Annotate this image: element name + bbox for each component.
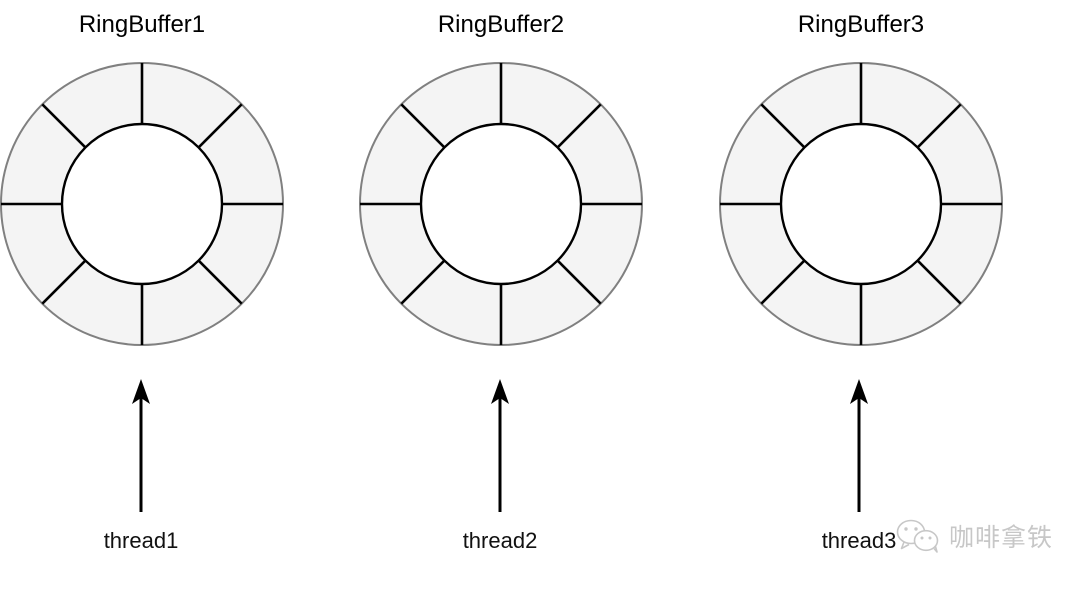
thread-label-2: thread2 [462, 528, 538, 553]
ring-title-1: RingBuffer1 [78, 11, 206, 38]
thread-arrows [132, 379, 868, 512]
ring-2-spoke-5 [400, 259, 446, 305]
ring-3-spoke-7 [916, 259, 962, 305]
ring-1-spoke-3 [41, 103, 87, 149]
ring-2-spoke-7 [556, 259, 602, 305]
thread-label-1: thread1 [103, 528, 179, 553]
ring-2-spoke-1 [556, 103, 602, 149]
ring-1-inner-circle [60, 122, 224, 286]
ring-2-spokes [360, 63, 642, 345]
ring-title-2: RingBuffer2 [437, 11, 565, 38]
ring-1-spoke-1 [197, 103, 243, 149]
ring-3-inner-circle [779, 122, 943, 286]
thread-label-3: thread3 [821, 528, 897, 553]
arrow-thread3-to-ringbuffer3 [850, 379, 868, 512]
ring-1-spoke-5 [41, 259, 87, 305]
ring-3-spoke-5 [760, 259, 806, 305]
ring-3-spoke-1 [916, 103, 962, 149]
ring-2-spoke-3 [400, 103, 446, 149]
ring-buffer-2 [359, 62, 643, 346]
ring-1-spoke-7 [197, 259, 243, 305]
arrow-thread1-to-ringbuffer1 [132, 379, 150, 512]
ring-buffer-3 [719, 62, 1003, 346]
ring-2-inner-circle [419, 122, 583, 286]
ring-1-spokes [1, 63, 283, 345]
ring-title-3: RingBuffer3 [797, 11, 925, 38]
ring-3-spoke-3 [760, 103, 806, 149]
ring-3-spokes [720, 63, 1002, 345]
ring-buffer-1 [0, 62, 284, 346]
arrow-thread2-to-ringbuffer2 [491, 379, 509, 512]
